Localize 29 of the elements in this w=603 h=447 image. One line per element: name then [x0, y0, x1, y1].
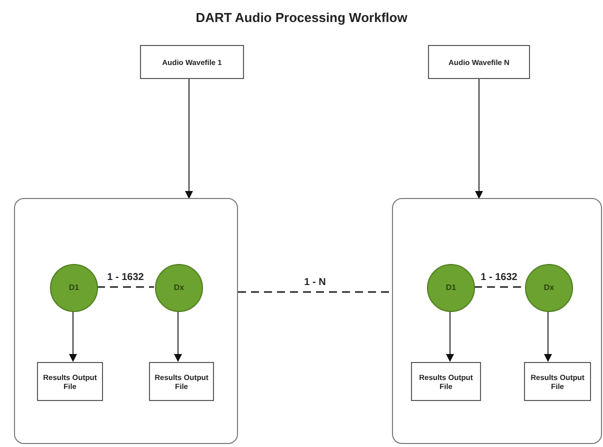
connector-line	[474, 286, 524, 288]
edge-label: 1 - 1632	[105, 272, 146, 283]
edge-label: 1 - N	[302, 277, 328, 288]
file-box	[411, 362, 481, 401]
process-circle	[427, 264, 475, 312]
process-circle	[50, 264, 98, 312]
node-label: Dx	[174, 283, 184, 293]
process-circle	[525, 264, 573, 312]
node-label: Dx	[544, 283, 554, 293]
arrow	[174, 310, 182, 362]
group-container	[14, 198, 238, 444]
file-box	[428, 45, 530, 79]
connector-line	[97, 286, 154, 288]
file-box	[524, 362, 591, 401]
node-label: D1	[68, 283, 80, 293]
arrow	[185, 78, 193, 199]
diagram-title: DART Audio Processing Workflow	[194, 10, 408, 25]
group-container	[392, 198, 602, 444]
edge-label: 1 - 1632	[478, 272, 520, 283]
arrow	[475, 78, 483, 199]
file-box	[140, 45, 244, 79]
file-box	[37, 362, 103, 401]
arrow	[544, 310, 552, 362]
arrow	[446, 310, 454, 362]
node-label: D1	[446, 283, 456, 293]
file-box	[149, 362, 214, 401]
arrow	[69, 310, 77, 362]
process-circle	[155, 264, 203, 312]
connector-line	[238, 291, 392, 293]
